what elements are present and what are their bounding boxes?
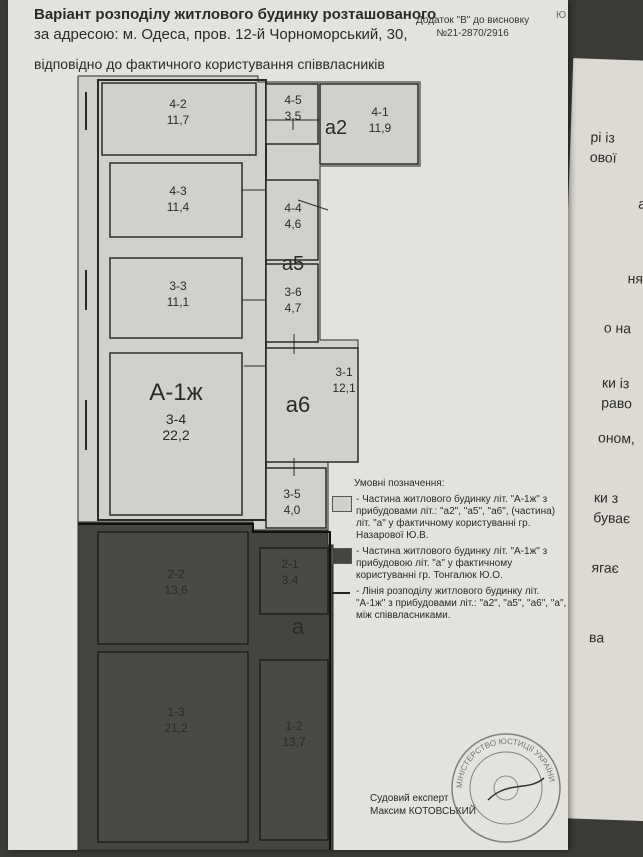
room-1-3 [97,651,249,843]
room-number: 4-5 [284,93,302,107]
document-page: Варіант розподілу житлового будинку розт… [8,0,568,850]
back-fragment: ки із [601,374,630,392]
legend-item-light: - Частина житлового будинку літ. "А-1ж" … [328,494,568,542]
letter-a2: а2 [325,117,347,139]
room-area: 13,6 [164,583,188,597]
doc-title: Варіант розподілу житлового будинку розт… [34,6,437,23]
back-fragment: оном, [597,429,636,447]
dark-swatch [332,548,352,564]
room-2-2 [97,531,249,645]
room-3-3 [109,257,243,339]
expert-name: Максим КОТОВСЬКИЙ [370,806,476,817]
back-fragment: ва [588,629,605,646]
room-area: 4,0 [284,503,301,517]
room-area: 11,1 [167,295,190,309]
room-number: 1-3 [167,705,185,719]
back-fragment: аб [637,195,643,213]
letter-a6: а6 [286,392,310,417]
room-number: 4-4 [284,201,302,215]
room-number: 2-2 [167,567,185,581]
legend-item-line: - Лінія розподілу житлового будинку літ.… [328,586,568,622]
doc-address: за адресою: м. Одеса, пров. 12-й Чорномо… [34,26,408,43]
room-number: 4-3 [169,184,187,198]
room-number: 2-1 [281,557,299,571]
room-4-5 [265,83,319,145]
letter-a5: а5 [282,253,304,275]
back-fragment: о на [603,319,632,337]
room-number: 4-2 [169,97,187,111]
back-fragment: ки з [593,489,619,506]
expert-signature-block: Судовий експерт Максим КОТОВСЬКИЙ [370,792,476,818]
room-3-6 [265,263,319,343]
line-swatch [332,592,350,594]
division-line [78,523,331,850]
room-3-1 [265,347,359,463]
room-number: 4-1 [371,105,389,119]
room-area: 3,4 [282,573,299,587]
expert-role: Судовий експерт [370,793,449,804]
room-area: 21,2 [164,721,188,735]
back-fragment: буває [593,509,631,527]
room-4-4 [265,179,319,261]
room-area: 3,5 [285,109,302,123]
letter-a: а [292,614,305,639]
room-number: 3-6 [284,285,302,299]
room-3-4 [109,352,243,516]
room-number: 3-4 [166,411,186,427]
room-number: 3-3 [169,279,187,293]
room-area: 4,6 [285,217,302,231]
back-fragment: ової [589,148,617,166]
room-4-3 [109,162,243,238]
room-number: 1-2 [285,719,303,733]
room-4-2 [101,82,257,156]
room-2-1 [259,547,329,615]
room-area: 12,1 [332,381,356,395]
room-number: 3-5 [283,487,301,501]
letter-a1zh: А-1ж [149,379,202,406]
room-area: 22,2 [162,427,189,443]
back-fragment: ягає [591,559,620,577]
room-4-1 [319,83,419,165]
room-1-2 [259,659,329,841]
room-number: 3-1 [335,365,353,379]
back-fragment: рі із [590,128,616,146]
room-area: 11,9 [369,121,392,135]
room-area: 4,7 [285,301,302,315]
legend-item-dark: - Частина житлового будинку літ. "А-1ж" … [328,546,568,582]
room-area: 13,7 [282,735,306,749]
back-fragment: раво [601,394,633,412]
official-seal: МІНІСТЕРСТВО ЮСТИЦІЇ УКРАЇНИ [451,733,561,843]
room-area: 11,4 [167,200,190,214]
corner-mark: Ю [556,10,567,21]
back-fragment: ня [627,270,643,287]
room-3-5 [265,467,327,529]
legend-title: Умовні позначення: [354,478,445,489]
annex-reference: Додаток "В" до висновку №21-2870/2916 [416,15,530,39]
light-swatch [332,496,352,512]
doc-subtitle: відповідно до фактичного користування сп… [34,56,385,72]
legend: Умовні позначення: - Частина житлового б… [328,478,568,626]
room-area: 11,7 [167,113,190,127]
floor-plan: 4-2 11,7 4-5 3,5 4-1 11,9 4-3 11,4 4-4 4,6 3-3 11,1… [77,75,421,850]
